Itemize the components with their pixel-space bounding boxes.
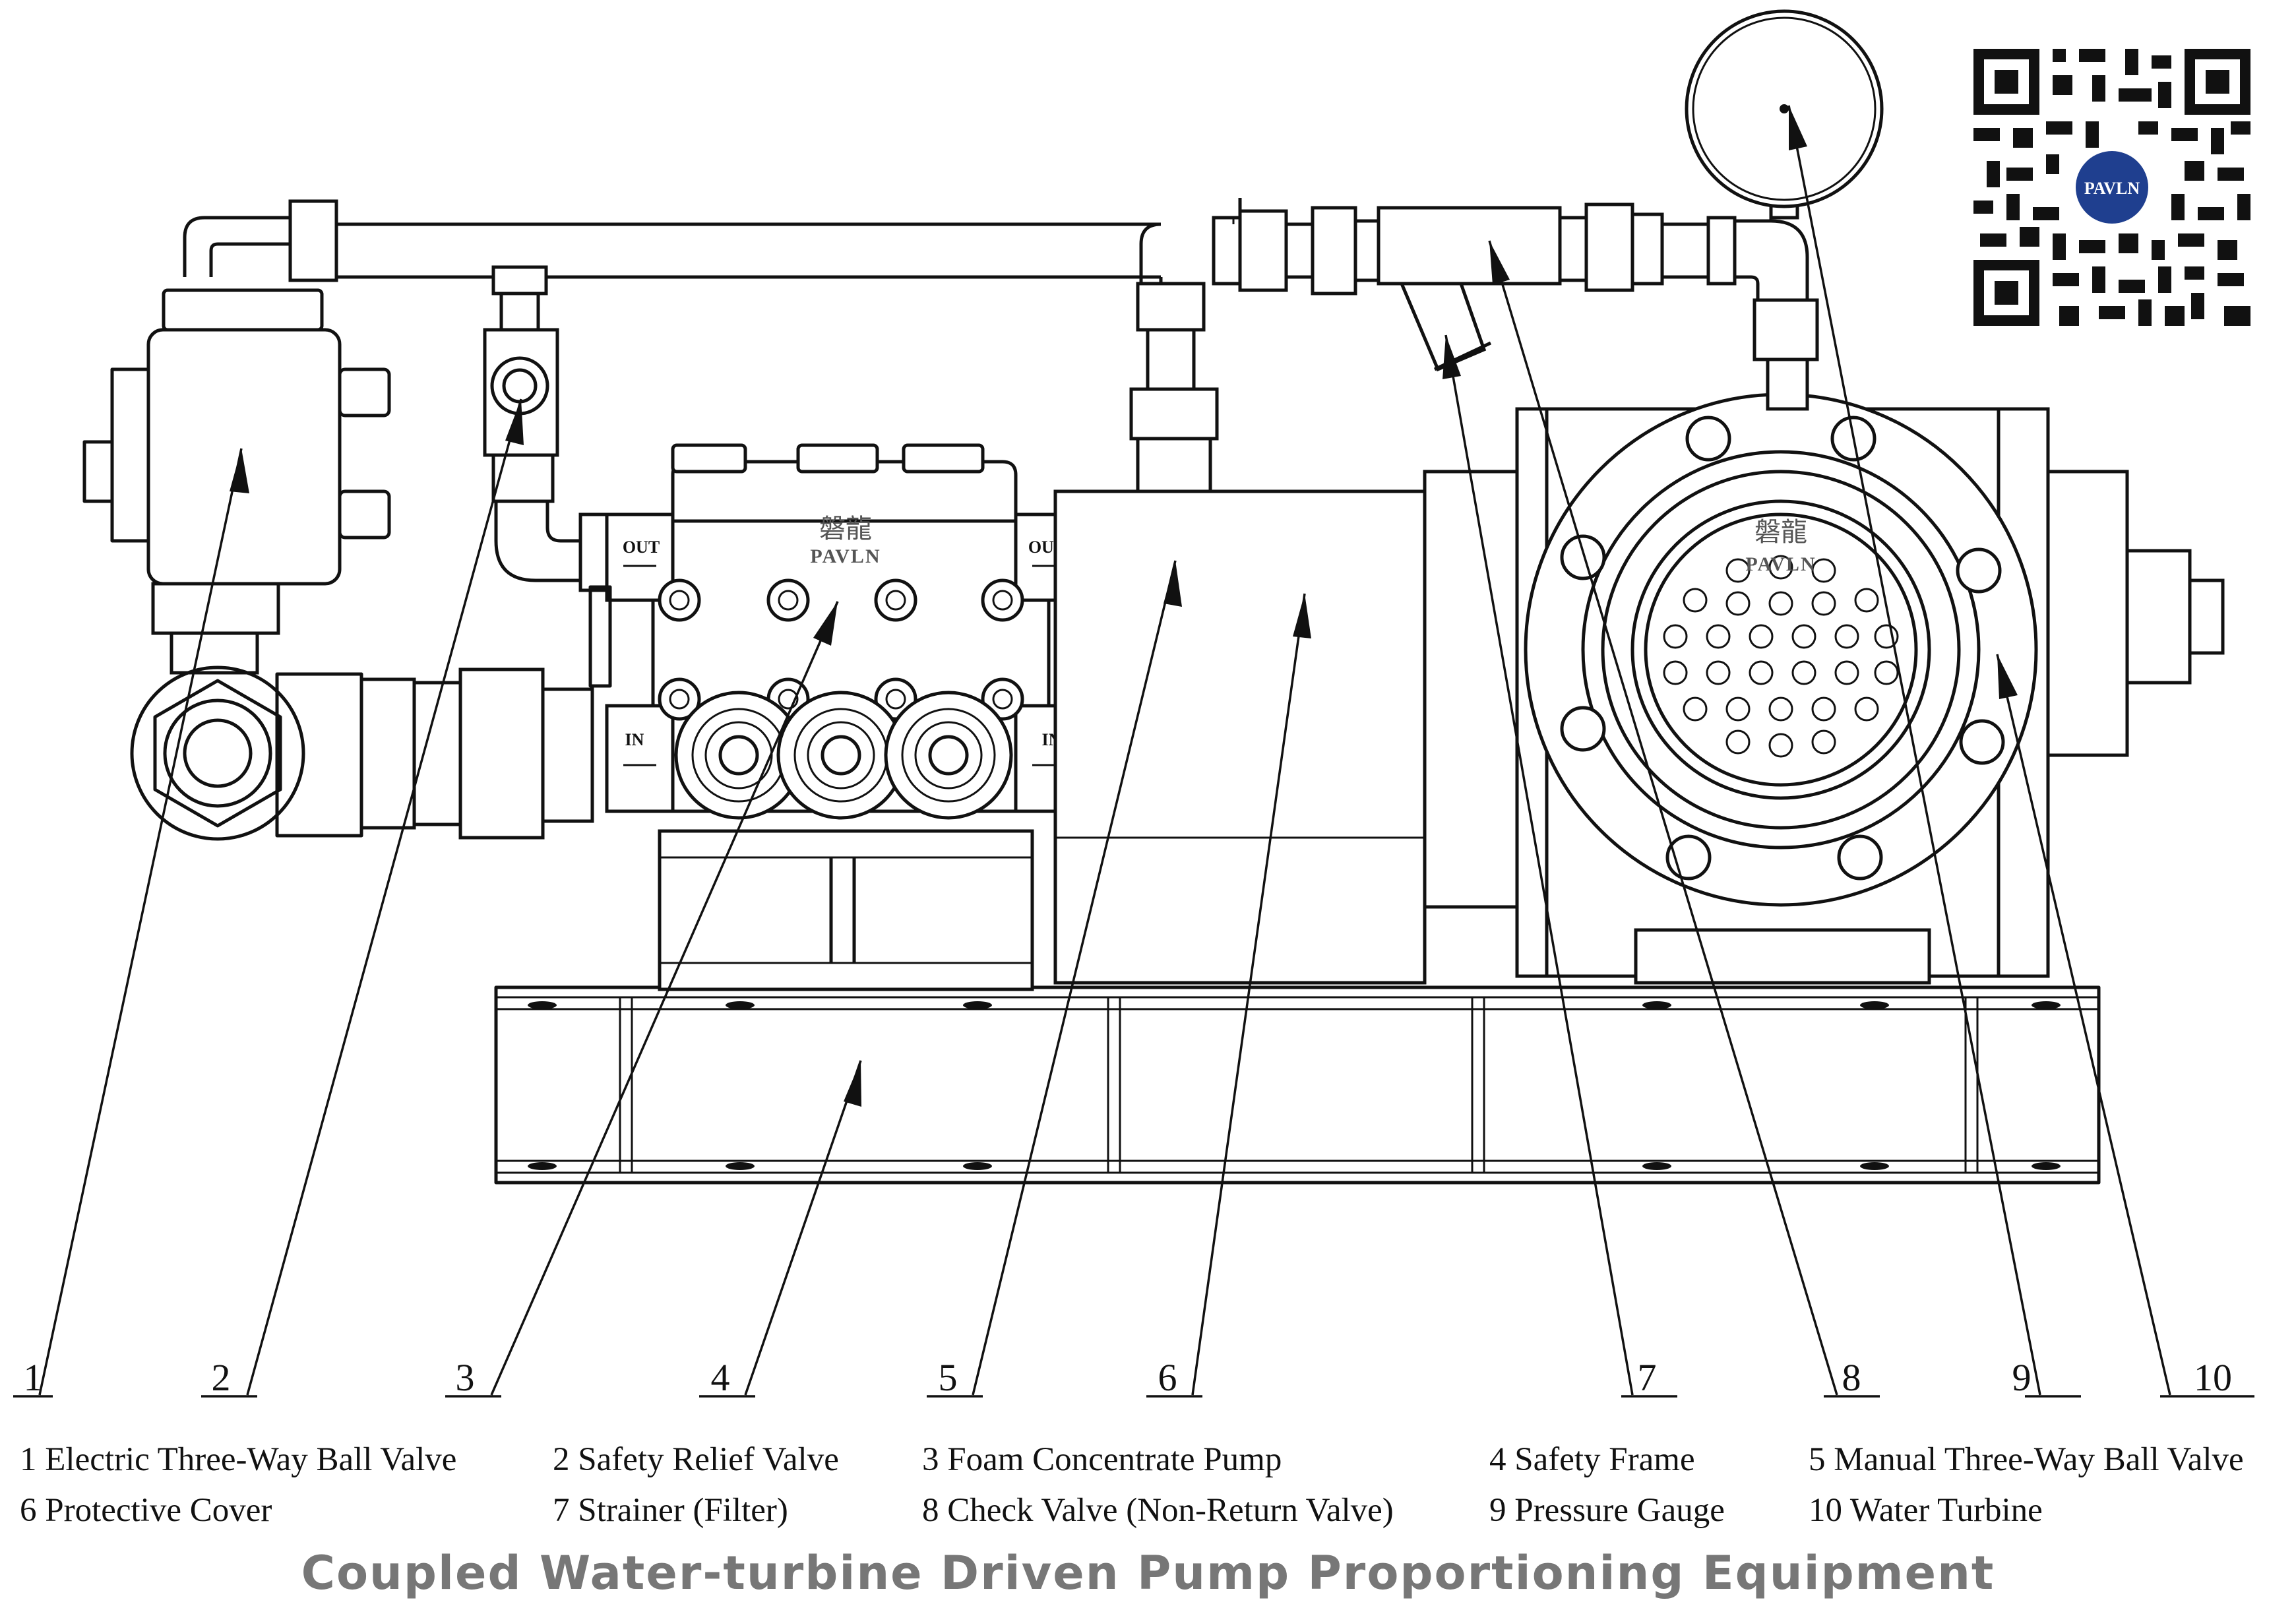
water-turbine: 磐龍 PAVLN	[1515, 392, 2225, 985]
legend-item-6: 6 Protective Cover	[20, 1492, 272, 1529]
callout-1: 1	[24, 1356, 43, 1399]
upper-pipe	[183, 199, 1163, 286]
callout-7: 7	[1638, 1356, 1657, 1399]
pump-brand-cn: 磐龍	[819, 514, 872, 543]
callout-3: 3	[456, 1356, 475, 1399]
callout-10: 10	[2194, 1356, 2232, 1399]
turbine-brand-en: PAVLN	[1745, 553, 1816, 575]
callout-2: 2	[212, 1356, 231, 1399]
legend-item-10: 10 Water Turbine	[1809, 1492, 2043, 1529]
pressure-gauge	[1685, 9, 1884, 220]
callout-4: 4	[711, 1356, 730, 1399]
pump-inlet-ports	[674, 691, 1013, 820]
callout-8: 8	[1842, 1356, 1861, 1399]
legend-item-9: 9 Pressure Gauge	[1489, 1492, 1725, 1529]
port-label-out-left: OUT	[623, 538, 660, 557]
callouts: 1 2 3 4 5 6 7 8 9 10	[13, 1356, 2254, 1399]
legend-item-8: 8 Check Valve (Non-Return Valve)	[922, 1492, 1394, 1529]
legend-item-1: 1 Electric Three-Way Ball Valve	[20, 1441, 457, 1478]
callout-6: 6	[1158, 1356, 1177, 1399]
turbine-grille	[1663, 555, 1899, 758]
legend-item-2: 2 Safety Relief Valve	[553, 1441, 839, 1478]
safety-frame	[494, 985, 2101, 1185]
pavln-logo-icon	[2072, 147, 2152, 228]
legend-item-3: 3 Foam Concentrate Pump	[922, 1441, 1282, 1478]
legend-item-4: 4 Safety Frame	[1489, 1441, 1695, 1478]
foam-concentrate-pump: 磐龍 PAVLN OUT OUT IN IN	[588, 443, 1080, 991]
pump-brand-en: PAVLN	[810, 545, 881, 567]
top-pipe-run	[1212, 198, 1819, 411]
callout-5: 5	[939, 1356, 958, 1399]
callout-9: 9	[2012, 1356, 2032, 1399]
diagram-title: Coupled Water-turbine Driven Pump Propor…	[301, 1546, 1995, 1600]
qr-code-icon: PAVLN	[1973, 49, 2250, 326]
leader-lines	[38, 105, 2171, 1396]
protective-cover	[1053, 470, 1519, 985]
legend-item-5: 5 Manual Three-Way Ball Valve	[1809, 1441, 2244, 1478]
turbine-brand-cn: 磐龍	[1754, 517, 1807, 547]
logo-text: PAVLN	[2084, 179, 2140, 198]
port-label-in-left: IN	[625, 730, 644, 749]
electric-ball-valve	[82, 288, 594, 841]
legend-item-7: 7 Strainer (Filter)	[553, 1492, 788, 1529]
